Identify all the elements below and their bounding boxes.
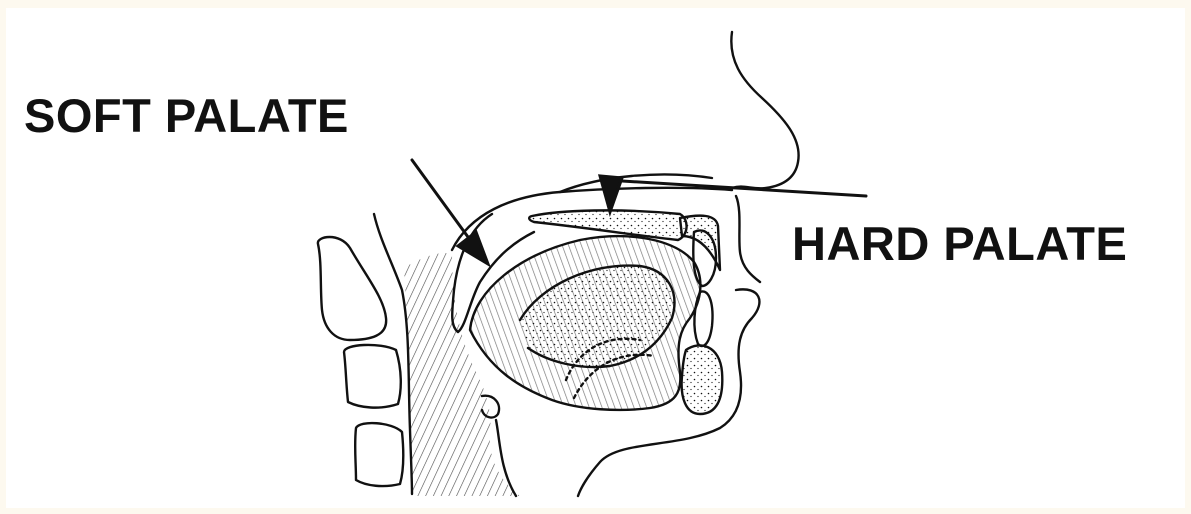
soft-palate-label: SOFT PALATE xyxy=(24,88,349,143)
vertebra-3 xyxy=(355,423,403,486)
vertebra-2 xyxy=(344,345,401,408)
soft-palate-arrowhead xyxy=(458,232,488,264)
upper-lip-outline xyxy=(736,196,760,282)
hard-palate-label: HARD PALATE xyxy=(792,216,1127,271)
pharynx-wall xyxy=(374,214,412,494)
face-profile-outline xyxy=(731,32,798,188)
soft-palate-pointer xyxy=(412,160,476,248)
hard-palate-arrowhead xyxy=(600,176,622,212)
lower-jaw-block xyxy=(682,345,723,414)
vertebra-1 xyxy=(318,237,386,340)
